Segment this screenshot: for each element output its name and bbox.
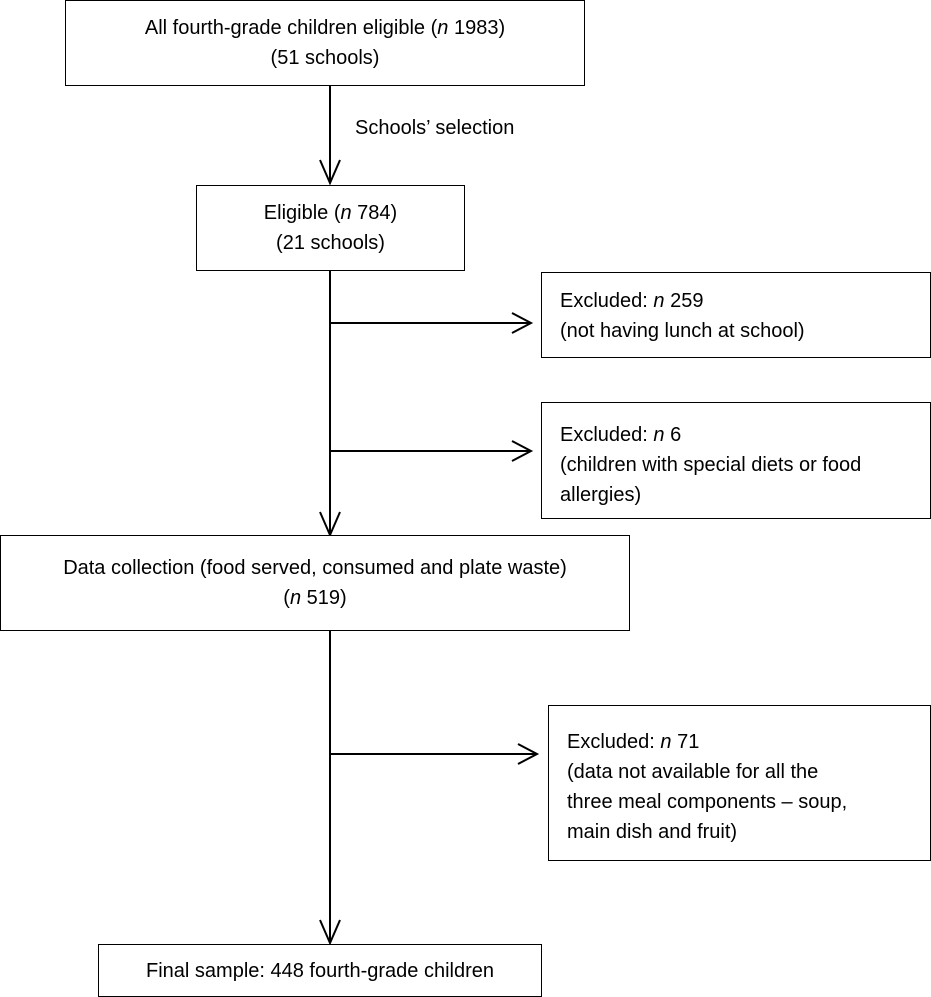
excluded-data-line4: main dish and fruit) bbox=[567, 821, 738, 843]
schools-selection-label: Schools’ selection bbox=[355, 117, 515, 139]
excluded-lunch-line1: Excluded: n 259 bbox=[560, 290, 704, 312]
arrowhead-excluded-diets bbox=[511, 440, 534, 462]
data-collection-line1: Data collection (food served, consumed a… bbox=[63, 557, 567, 579]
excluded-data-line1: Excluded: n 71 bbox=[567, 731, 700, 753]
excluded-diets-line1: Excluded: n 6 bbox=[560, 424, 682, 446]
excluded-lunch-line2: (not having lunch at school) bbox=[560, 320, 805, 342]
node-excluded-lunch: Excluded: n 259 (not having lunch at sch… bbox=[541, 272, 931, 358]
node-excluded-data: Excluded: n 71 (data not available for a… bbox=[548, 705, 931, 861]
arrowhead-excluded-lunch bbox=[511, 312, 534, 334]
arrowhead-excluded-data bbox=[517, 743, 540, 765]
excluded-diets-line3: allergies) bbox=[560, 484, 642, 506]
arrowhead-final-sample bbox=[319, 919, 341, 946]
node-eligible: Eligible (n 784) (21 schools) bbox=[196, 185, 465, 271]
final-sample-line1: Final sample: 448 fourth-grade children bbox=[146, 959, 494, 982]
eligible-line2: (21 schools) bbox=[276, 232, 385, 254]
eligible-line1: Eligible (n 784) bbox=[263, 202, 398, 224]
all-eligible-line2: (51 schools) bbox=[270, 47, 380, 69]
excluded-data-line3: three meal components – soup, bbox=[567, 791, 848, 813]
all-eligible-line1: All fourth-grade children eligible (n 19… bbox=[144, 17, 506, 39]
node-excluded-diets: Excluded: n 6 (children with special die… bbox=[541, 402, 931, 519]
node-data-collection: Data collection (food served, consumed a… bbox=[0, 535, 630, 631]
excluded-diets-line2: (children with special diets or food bbox=[560, 454, 862, 476]
arrowhead-eligible bbox=[319, 159, 341, 186]
excluded-data-line2: (data not available for all the bbox=[567, 761, 819, 783]
node-all-eligible: All fourth-grade children eligible (n 19… bbox=[65, 0, 585, 86]
node-final-sample: Final sample: 448 fourth-grade children bbox=[98, 944, 542, 997]
data-collection-line2: (n 519) bbox=[283, 587, 347, 609]
